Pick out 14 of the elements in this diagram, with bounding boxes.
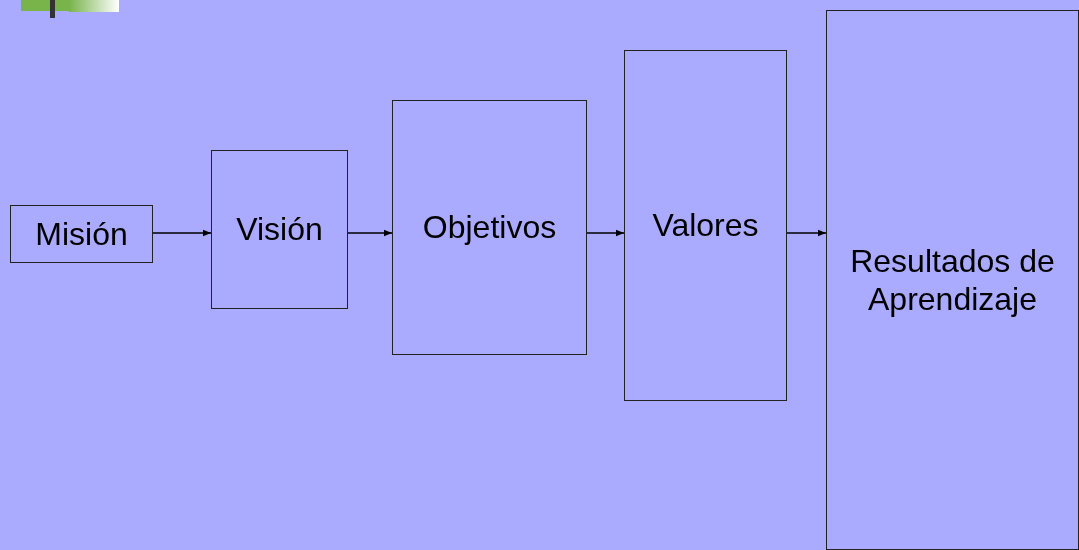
process-box [624,50,787,401]
process-box [826,10,1079,550]
arrow [586,229,625,237]
arrow [347,229,393,237]
process-box [392,100,587,355]
box-label: Visión [236,210,323,249]
box-label: Objetivos [422,208,557,247]
box-label: Resultados de Aprendizaje [849,241,1056,319]
box-label: Misión [35,214,128,254]
arrow [786,229,827,237]
process-box [10,205,153,263]
process-box [211,150,348,309]
box-label: Valores [652,206,759,245]
arrow [152,229,212,237]
